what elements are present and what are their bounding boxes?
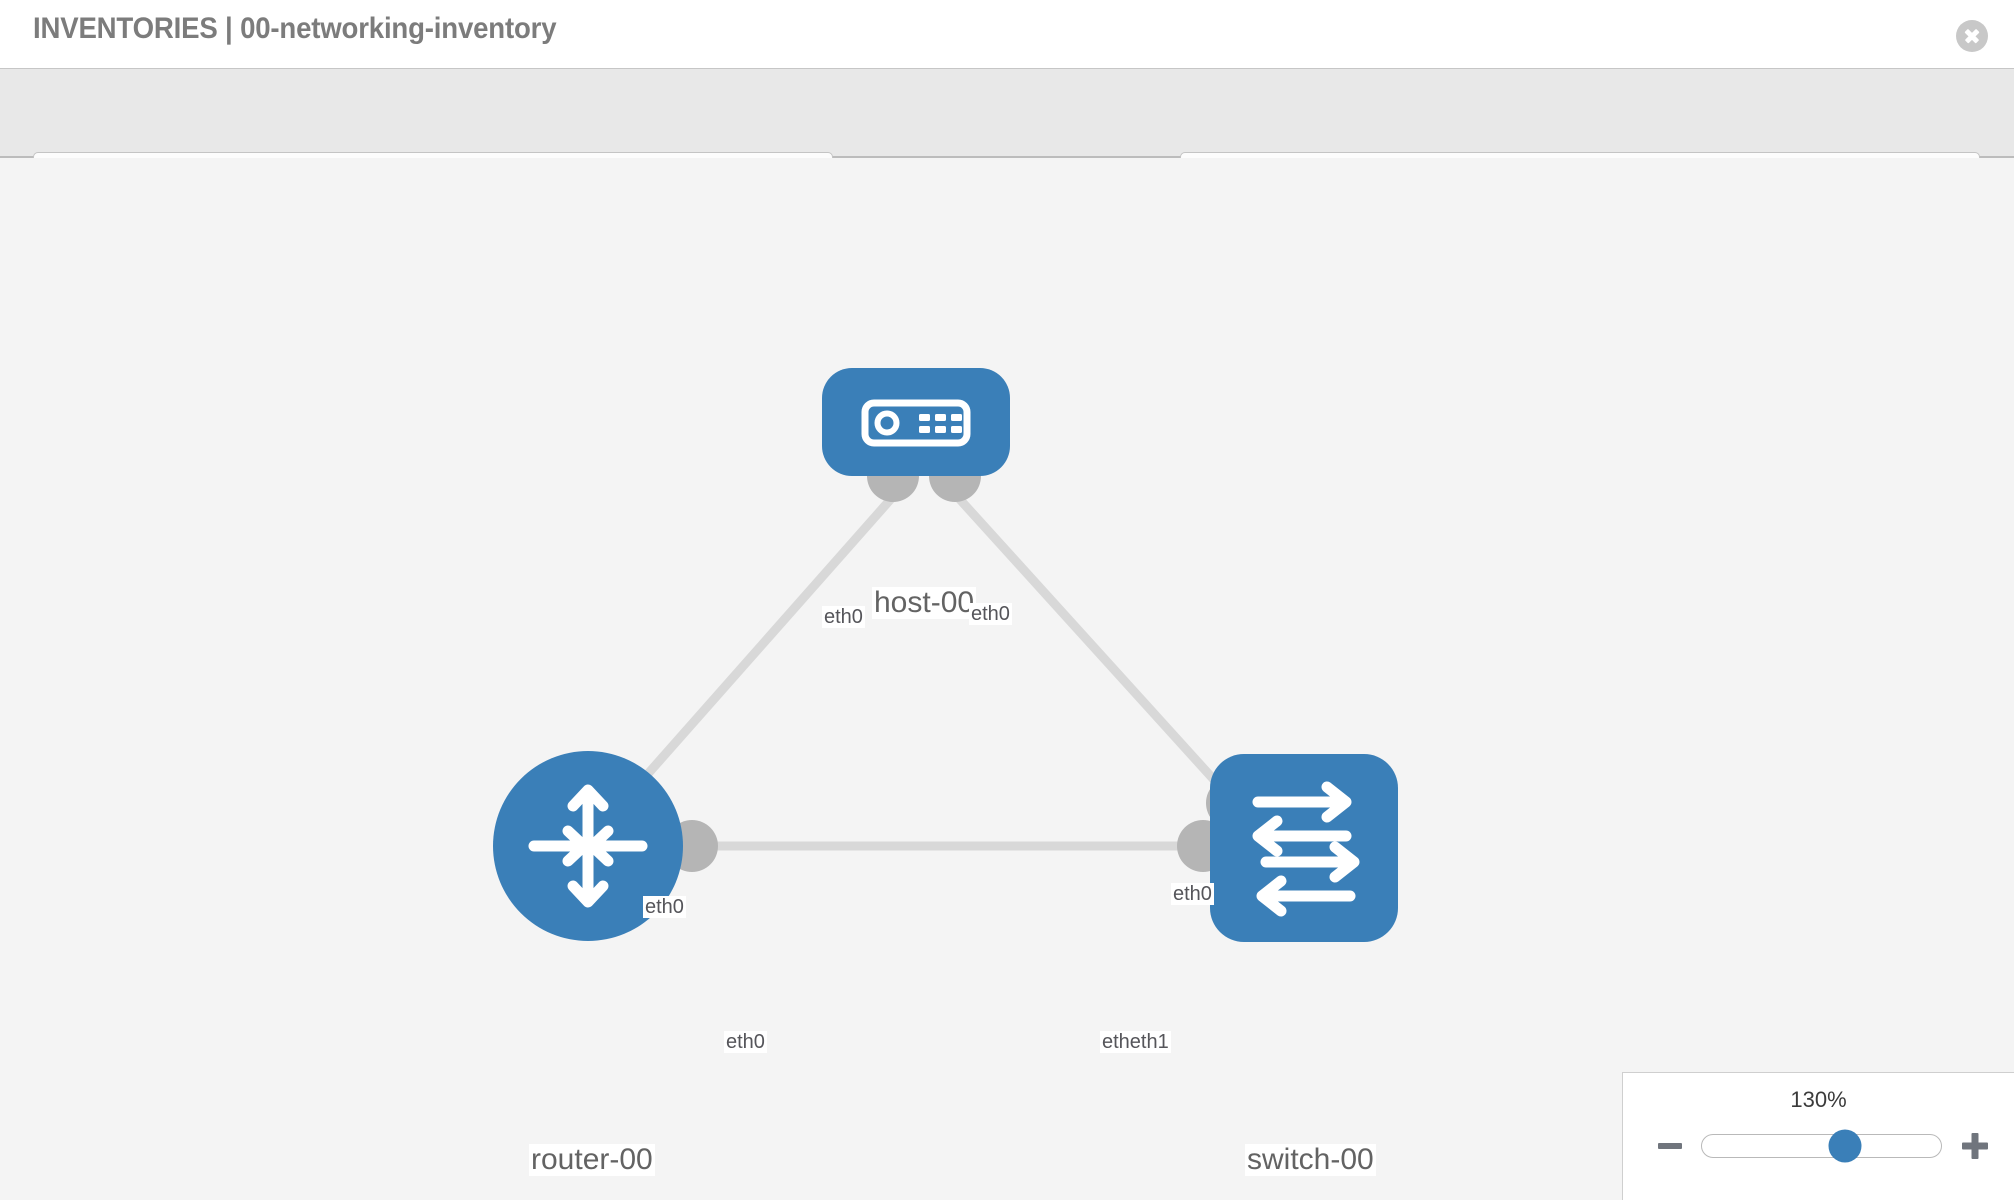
- node-label-switch-00: switch-00: [1245, 1143, 1376, 1176]
- port-label: eth0: [822, 606, 865, 628]
- zoom-slider-thumb[interactable]: [1828, 1129, 1862, 1163]
- topology-graph: [493, 368, 1398, 942]
- topology-canvas[interactable]: host-00 router-00 switch-00 eth0 eth0 et…: [0, 158, 2014, 1200]
- page-title: INVENTORIES | 00-networking-inventory: [33, 12, 557, 45]
- zoom-control-panel: 130%: [1622, 1072, 2014, 1200]
- node-switch-00: [1210, 754, 1398, 942]
- node-switch-00-body: [1210, 754, 1398, 942]
- toolbar: ACTIONS SEARCH: [0, 68, 2014, 208]
- zoom-slider-row: [1623, 1125, 2014, 1167]
- port-label: eth0: [724, 1031, 767, 1053]
- port-label: eth0: [969, 603, 1012, 625]
- zoom-slider[interactable]: [1701, 1129, 1942, 1163]
- node-host-00: [822, 368, 1010, 476]
- minus-icon[interactable]: [1655, 1131, 1685, 1161]
- router-arrows-icon: [528, 784, 648, 908]
- topology-links: [596, 479, 1239, 851]
- node-label-router-00: router-00: [529, 1143, 655, 1176]
- close-icon[interactable]: [1956, 20, 1988, 52]
- server-icon: [861, 399, 971, 447]
- switch-arrows-icon: [1252, 781, 1360, 917]
- node-router-00: [493, 751, 683, 941]
- plus-icon[interactable]: [1960, 1131, 1990, 1161]
- page-header: INVENTORIES | 00-networking-inventory: [0, 0, 2014, 68]
- link-host-switch: [941, 479, 1239, 807]
- port-label: eth0: [1171, 883, 1214, 905]
- zoom-percent-label: 130%: [1790, 1087, 1847, 1112]
- port-label: etheth1: [1100, 1031, 1171, 1053]
- topology-ports: [666, 450, 1258, 872]
- port-label: eth0: [643, 896, 686, 918]
- node-host-00-body: [822, 368, 1010, 476]
- link-router-host: [596, 480, 909, 831]
- node-label-host-00: host-00: [872, 586, 977, 619]
